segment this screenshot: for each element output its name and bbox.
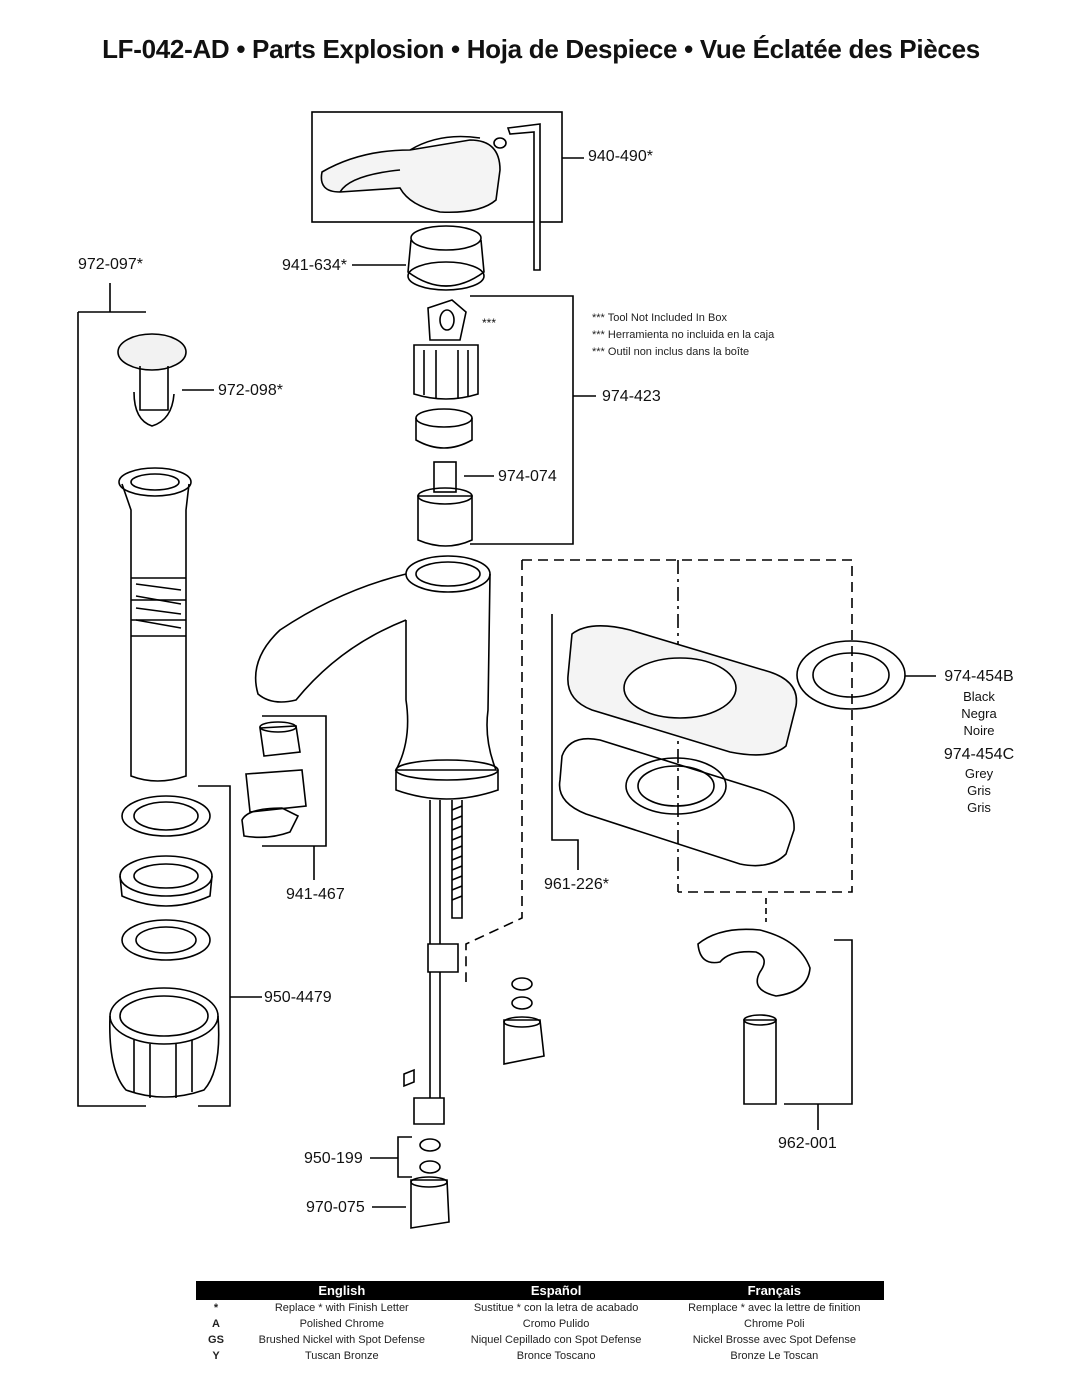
legend-francais: Chrome Poli: [744, 1318, 805, 1330]
part-label-970-075: 970-075: [306, 1199, 365, 1216]
finish-black-es: Negra: [961, 706, 997, 721]
tool-note-fr: *** Outil non inclus dans la boîte: [592, 346, 750, 358]
legend-header-code: [196, 1281, 236, 1300]
legend-row: Y Tuscan Bronze Bronce Toscano Bronze Le…: [196, 1348, 884, 1364]
aerator-941-467-part: [241, 721, 307, 839]
part-label-974-074: 974-074: [498, 468, 557, 485]
legend-row: A Polished Chrome Cromo Pulido Chrome Po…: [196, 1316, 884, 1332]
legend-header-espanol: Español: [447, 1281, 665, 1300]
legend-francais: Remplace * avec la lettre de finition: [688, 1302, 861, 1314]
legend-espanol: Bronce Toscano: [516, 1350, 596, 1362]
legend-espanol: Cromo Pulido: [522, 1318, 590, 1330]
finish-grey-fr: Gris: [967, 800, 991, 815]
finish-black-en: Black: [963, 689, 995, 704]
gasket-961-226-part: [558, 737, 795, 867]
page-title: LF-042-AD • Parts Explosion • Hoja de De…: [102, 34, 980, 64]
cartridge-974-074-part: [417, 461, 473, 547]
legend-english: Polished Chrome: [299, 1318, 384, 1330]
legend-header-row: English Español Français: [196, 1281, 884, 1300]
legend-row: GS Brushed Nickel with Spot Defense Niqu…: [196, 1332, 884, 1348]
finish-grey-es: Gris: [967, 783, 991, 798]
part-label-961-226: 961-226*: [544, 876, 609, 893]
legend-code: Y: [212, 1350, 220, 1362]
part-label-972-098: 972-098*: [218, 382, 283, 399]
legend-header-francais: Français: [664, 1281, 884, 1300]
part-label-974-454C: 974-454C: [943, 746, 1015, 763]
tool-note-es: *** Herramienta no incluida en la caja: [592, 329, 775, 341]
legend-code: *: [213, 1302, 219, 1314]
part-label-972-097: 972-097*: [78, 256, 143, 273]
finish-legend-table: English Español Français * Replace * wit…: [196, 1281, 884, 1364]
legend-code: A: [212, 1318, 220, 1330]
legend-francais: Nickel Brosse avec Spot Defense: [692, 1334, 856, 1346]
part-label-941-634: 941-634*: [282, 257, 347, 274]
part-label-950-4479: 950-4479: [264, 989, 332, 1006]
deck-plate-part: [567, 625, 798, 756]
stem-extension-part: [413, 299, 479, 400]
legend-header-english: English: [236, 1281, 448, 1300]
adapter-941-634-part: [407, 225, 485, 291]
part-label-940-490: 940-490*: [588, 148, 653, 165]
legend-francais: Bronze Le Toscan: [730, 1350, 819, 1362]
faucet-body-part: [254, 555, 499, 800]
drain-nut-part: [109, 987, 220, 1098]
legend-english: Tuscan Bronze: [305, 1350, 379, 1362]
part-label-941-467: 941-467: [286, 886, 345, 903]
tool-note-en: *** Tool Not Included In Box: [592, 312, 727, 324]
drain-stopper-972-098-part: [117, 333, 187, 427]
finish-black-fr: Noire: [963, 723, 995, 738]
part-label-974-454B: 974-454B: [944, 668, 1014, 685]
part-label-974-423: 974-423: [602, 388, 661, 405]
drain-body-part: [118, 467, 192, 782]
legend-english: Brushed Nickel with Spot Defense: [258, 1334, 425, 1346]
legend-espanol: Niquel Cepillado con Spot Defense: [470, 1334, 642, 1346]
legend-english: Replace * with Finish Letter: [274, 1302, 409, 1314]
legend-row: * Replace * with Finish Letter Sustitue …: [196, 1300, 884, 1316]
tool-stars: ***: [482, 316, 497, 330]
finish-grey-en: Grey: [964, 766, 994, 781]
legend-espanol: Sustitue * con la letra de acabado: [473, 1302, 639, 1314]
part-label-950-199: 950-199: [304, 1150, 363, 1167]
part-label-962-001: 962-001: [778, 1135, 837, 1152]
handle-part: [320, 135, 501, 214]
legend-code: GS: [208, 1334, 224, 1346]
